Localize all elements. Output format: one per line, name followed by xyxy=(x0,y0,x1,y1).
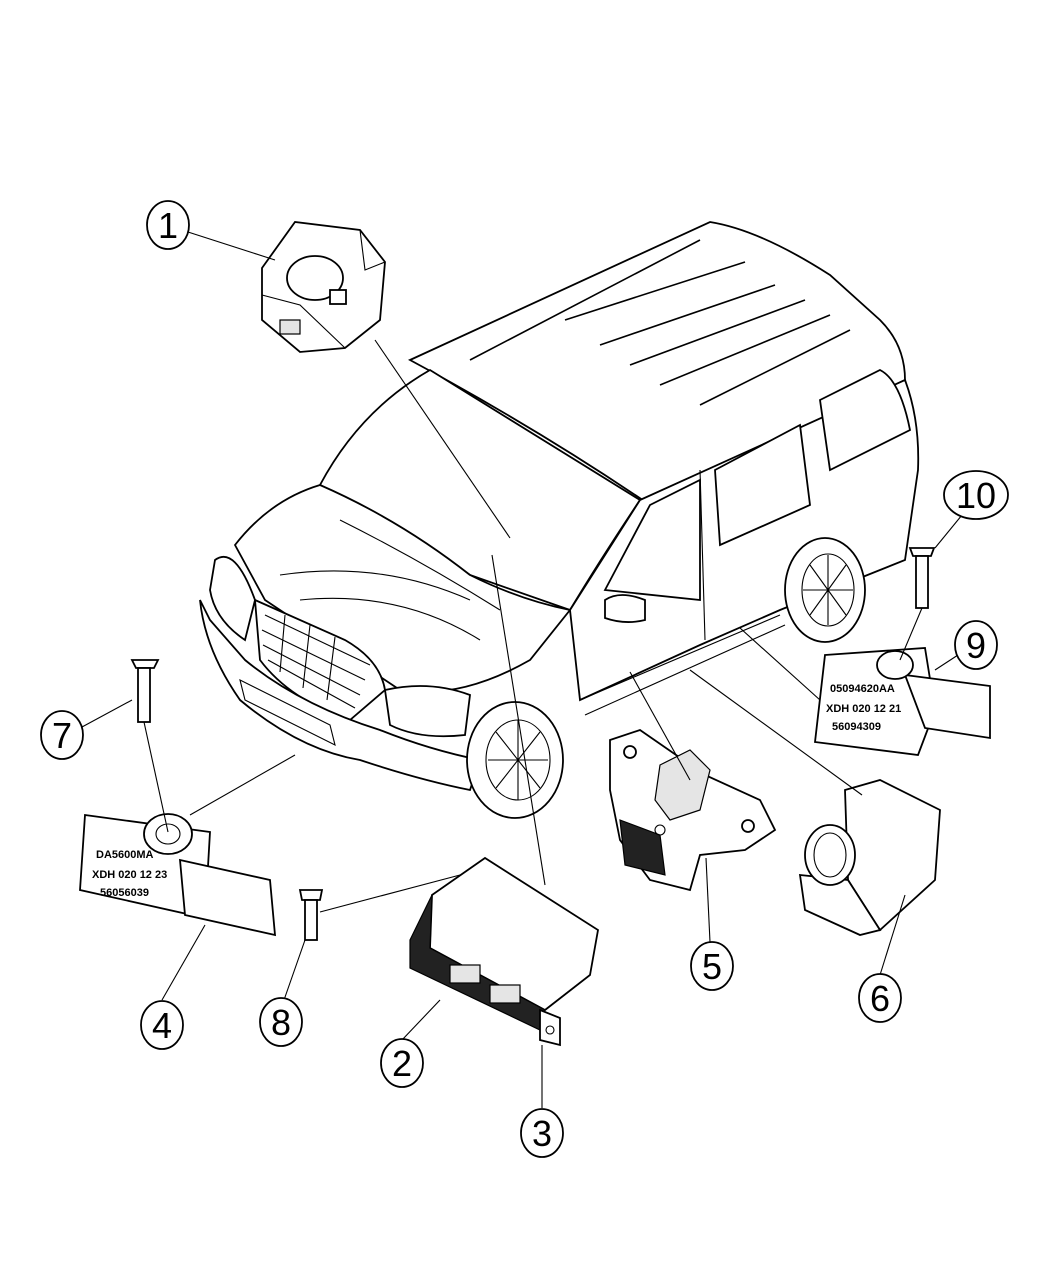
callout-8-label: 8 xyxy=(271,1002,291,1043)
leader-lines xyxy=(81,231,963,1108)
callout-4-label: 4 xyxy=(152,1005,172,1046)
sensor-4-code: XDH 020 12 23 xyxy=(92,869,167,881)
callout-2: 2 xyxy=(380,1038,424,1088)
callout-6: 6 xyxy=(858,973,902,1023)
callout-7-label: 7 xyxy=(52,715,72,756)
part-7-bolt xyxy=(130,659,160,723)
callout-8: 8 xyxy=(259,997,303,1047)
callout-3-label: 3 xyxy=(532,1113,552,1154)
callout-9-label: 9 xyxy=(966,625,986,666)
sensor-9-part-number: 05094620AA xyxy=(830,683,895,695)
callout-1: 1 xyxy=(146,200,190,250)
part-10-bolt xyxy=(908,547,936,609)
sensor-9-code: XDH 020 12 21 xyxy=(826,703,901,715)
part-5-side-sensor xyxy=(609,729,777,892)
callout-5: 5 xyxy=(690,941,734,991)
part-6-pressure-sensor xyxy=(798,779,941,936)
callout-9: 9 xyxy=(954,620,998,670)
callout-3: 3 xyxy=(520,1108,564,1158)
callout-5-label: 5 xyxy=(702,946,722,987)
callout-7: 7 xyxy=(40,710,84,760)
callout-1-label: 1 xyxy=(158,205,178,246)
part-1-clockspring xyxy=(261,221,386,353)
part-9-impact-sensor: 05094620AA XDH 020 12 21 56094309 xyxy=(814,647,991,756)
callout-2-label: 2 xyxy=(392,1043,412,1084)
callout-10: 10 xyxy=(943,470,1009,520)
callout-10-label: 10 xyxy=(956,475,996,516)
sensor-4-part-number: DA5600MA xyxy=(96,849,154,861)
part-2-restraint-controller xyxy=(409,856,599,1047)
sensor-9-serial: 56094309 xyxy=(832,721,881,733)
part-4-impact-sensor: DA5600MA XDH 020 12 23 56056039 xyxy=(79,813,277,937)
part-8-bolt xyxy=(298,889,324,941)
sensor-4-serial: 56056039 xyxy=(100,887,149,899)
callout-4: 4 xyxy=(140,1000,184,1050)
callout-6-label: 6 xyxy=(870,978,890,1019)
minivan-illustration xyxy=(199,221,920,819)
